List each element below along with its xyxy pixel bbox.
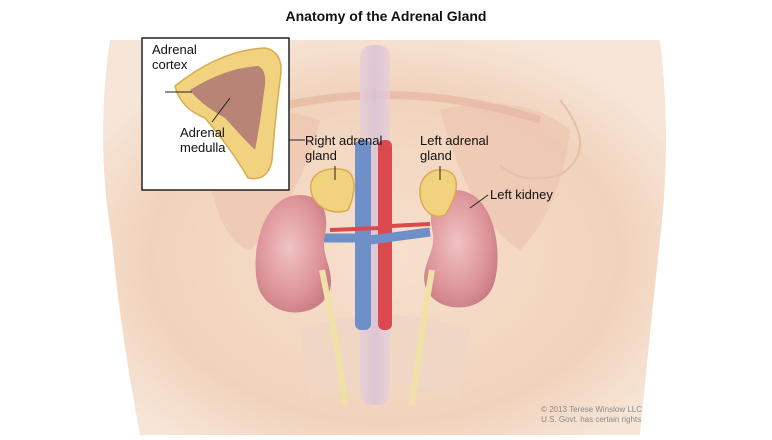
- label-right-adrenal-line1: Right adrenal: [305, 133, 383, 148]
- ureter-right: [319, 269, 348, 406]
- diagram-title: Anatomy of the Adrenal Gland: [285, 8, 487, 24]
- credit-line2: U.S. Govt. has certain rights: [541, 415, 642, 424]
- copyright-credit: © 2013 Terese Winslow LLC U.S. Govt. has…: [541, 405, 642, 425]
- label-adrenal-cortex-line2: cortex: [152, 57, 188, 72]
- label-left-adrenal-line1: Left adrenal: [420, 133, 489, 148]
- pointer-left-kidney: [469, 194, 489, 209]
- label-adrenal-medulla: Adrenal medulla: [180, 125, 226, 155]
- label-left-adrenal-line2: gland: [420, 148, 452, 163]
- label-left-kidney: Left kidney: [490, 187, 553, 202]
- label-adrenal-medulla-line2: medulla: [180, 140, 226, 155]
- label-adrenal-cortex-line1: Adrenal: [152, 42, 197, 57]
- left-adrenal-gland: [419, 169, 458, 217]
- left-kidney: [424, 190, 498, 308]
- label-adrenal-cortex: Adrenal cortex: [152, 42, 197, 72]
- label-left-adrenal-gland: Left adrenal gland: [420, 133, 489, 163]
- label-right-adrenal-line2: gland: [305, 148, 337, 163]
- right-adrenal-gland: [309, 168, 355, 213]
- renal-vein-left: [369, 227, 431, 245]
- vena-cava: [355, 140, 371, 330]
- inset-medulla: [190, 66, 266, 150]
- credit-line1: © 2013 Terese Winslow LLC: [541, 405, 642, 414]
- right-kidney: [255, 195, 332, 313]
- renal-artery-right: [329, 226, 381, 232]
- pointer-medulla: [211, 97, 231, 123]
- renal-artery-left: [389, 222, 431, 228]
- label-right-adrenal-gland: Right adrenal gland: [305, 133, 382, 163]
- label-adrenal-medulla-line1: Adrenal: [180, 125, 225, 140]
- muscle-right: [440, 103, 570, 250]
- ureter-left: [409, 269, 435, 406]
